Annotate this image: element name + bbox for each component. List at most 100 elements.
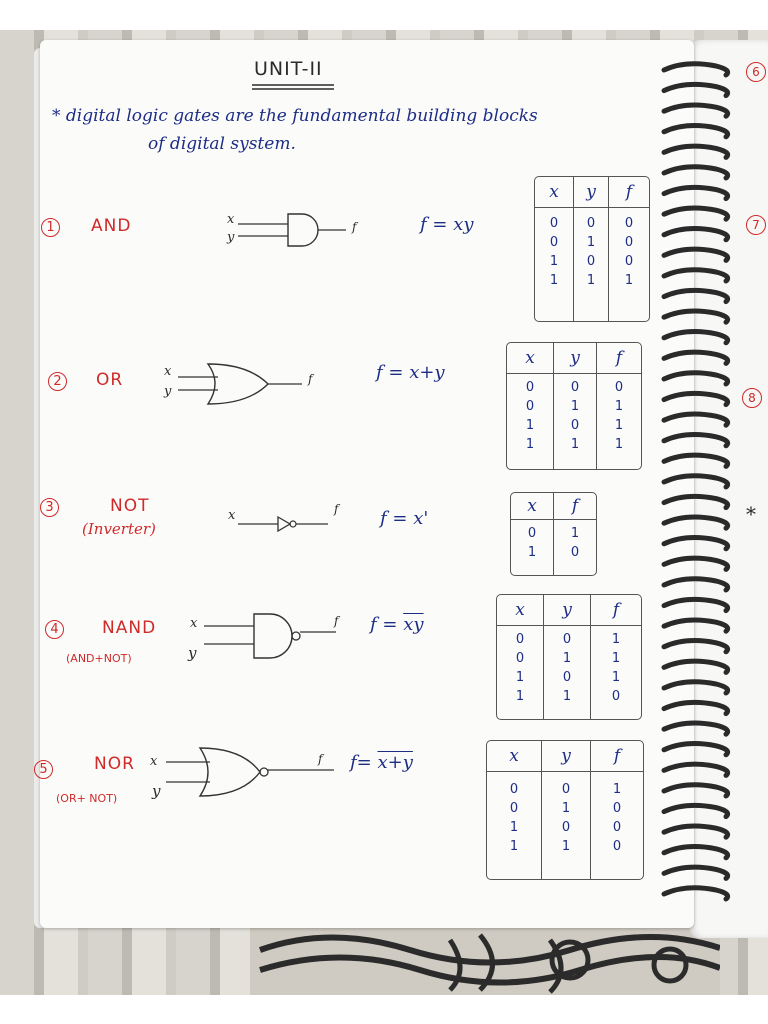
input-label-y: y [227, 230, 235, 245]
spiral-coil [661, 514, 731, 531]
table-cell: 1 [586, 273, 596, 288]
table-cell: 1 [562, 689, 572, 704]
spiral-coil [661, 658, 731, 675]
spiral-coil [661, 864, 731, 881]
spiral-coil [661, 761, 731, 778]
gate-number: 1 [41, 218, 60, 237]
table-cell: 0 [561, 782, 571, 797]
equation-lhs: f = [370, 614, 398, 635]
spiral-coil [661, 184, 731, 202]
spiral-coil [661, 164, 731, 181]
table-cell: 1 [586, 235, 596, 250]
and-gate-symbol [238, 213, 346, 247]
spiral-coil [661, 205, 731, 222]
table-cell: 1 [549, 254, 559, 269]
table-cell: 1 [611, 670, 621, 685]
spiral-coil [661, 844, 731, 861]
gate-name-not: NOT [110, 496, 150, 516]
table-cell: 0 [525, 380, 535, 395]
table-cell: 1 [515, 670, 525, 685]
table-cell: 1 [525, 418, 535, 433]
spiral-coil [661, 638, 731, 655]
table-cell: 0 [612, 820, 622, 835]
input-label-y: y [152, 782, 161, 800]
gate-subtitle: (OR+ NOT) [56, 792, 118, 805]
spiral-coil [661, 308, 731, 325]
not-gate-symbol [238, 515, 328, 533]
table-cell: 0 [624, 216, 634, 231]
table-cell: 0 [614, 380, 624, 395]
gate-number: 5 [34, 760, 53, 779]
spiral-coil [661, 432, 731, 449]
table-cell: 0 [570, 380, 580, 395]
table-cell: 1 [549, 273, 559, 288]
spiral-coil [661, 61, 731, 78]
table-cell: 1 [561, 801, 571, 816]
spiral-coil [661, 287, 731, 305]
spiral-coil [661, 535, 731, 552]
margin-number-8: 8 [742, 388, 762, 408]
equation: f = xy [420, 214, 474, 235]
table-cell: 0 [525, 399, 535, 414]
table-cell: 0 [561, 820, 571, 835]
table-header: f [554, 493, 596, 520]
equation: f= x+y [350, 752, 413, 773]
table-cell: 1 [614, 437, 624, 452]
table-cell: 1 [614, 399, 624, 414]
spiral-coil [661, 493, 731, 511]
table-cell: 0 [549, 235, 559, 250]
output-label: f [308, 372, 313, 386]
input-label-y: y [188, 644, 197, 662]
output-label: f [318, 752, 323, 766]
table-header: f [591, 595, 641, 626]
spiral-coil [661, 123, 731, 140]
table-cell: 0 [509, 782, 519, 797]
table-cell: 0 [570, 418, 580, 433]
table-cell: 0 [515, 632, 525, 647]
photo-top-margin [0, 0, 768, 30]
table-cell: 0 [562, 670, 572, 685]
spiral-coil [661, 411, 731, 428]
table-cell: 0 [624, 235, 634, 250]
table-cell: 1 [525, 437, 535, 452]
table-header: x [507, 343, 553, 374]
spiral-binding [661, 61, 731, 902]
table-cell: 0 [549, 216, 559, 231]
equation-lhs: f = [376, 362, 404, 383]
table-cell: 1 [509, 839, 519, 854]
patterned-fabric [250, 920, 720, 995]
table-cell: 1 [624, 273, 634, 288]
table-cell: 0 [612, 801, 622, 816]
spiral-coil [661, 452, 731, 469]
input-label-y: y [164, 384, 172, 399]
table-cell: 1 [570, 526, 580, 541]
table-header: f [609, 177, 649, 208]
equation-rhs: xy [403, 614, 424, 635]
table-header: x [487, 741, 541, 772]
spiral-coil [661, 143, 731, 160]
table-cell: 0 [527, 526, 537, 541]
table-cell: 1 [509, 820, 519, 835]
table-header: y [574, 177, 608, 208]
page-title: UNIT-II [254, 58, 323, 80]
table-cell: 0 [515, 651, 525, 666]
nor-gate-symbol [166, 747, 334, 797]
spiral-coil [661, 679, 731, 696]
margin-asterisk: * [746, 502, 756, 526]
